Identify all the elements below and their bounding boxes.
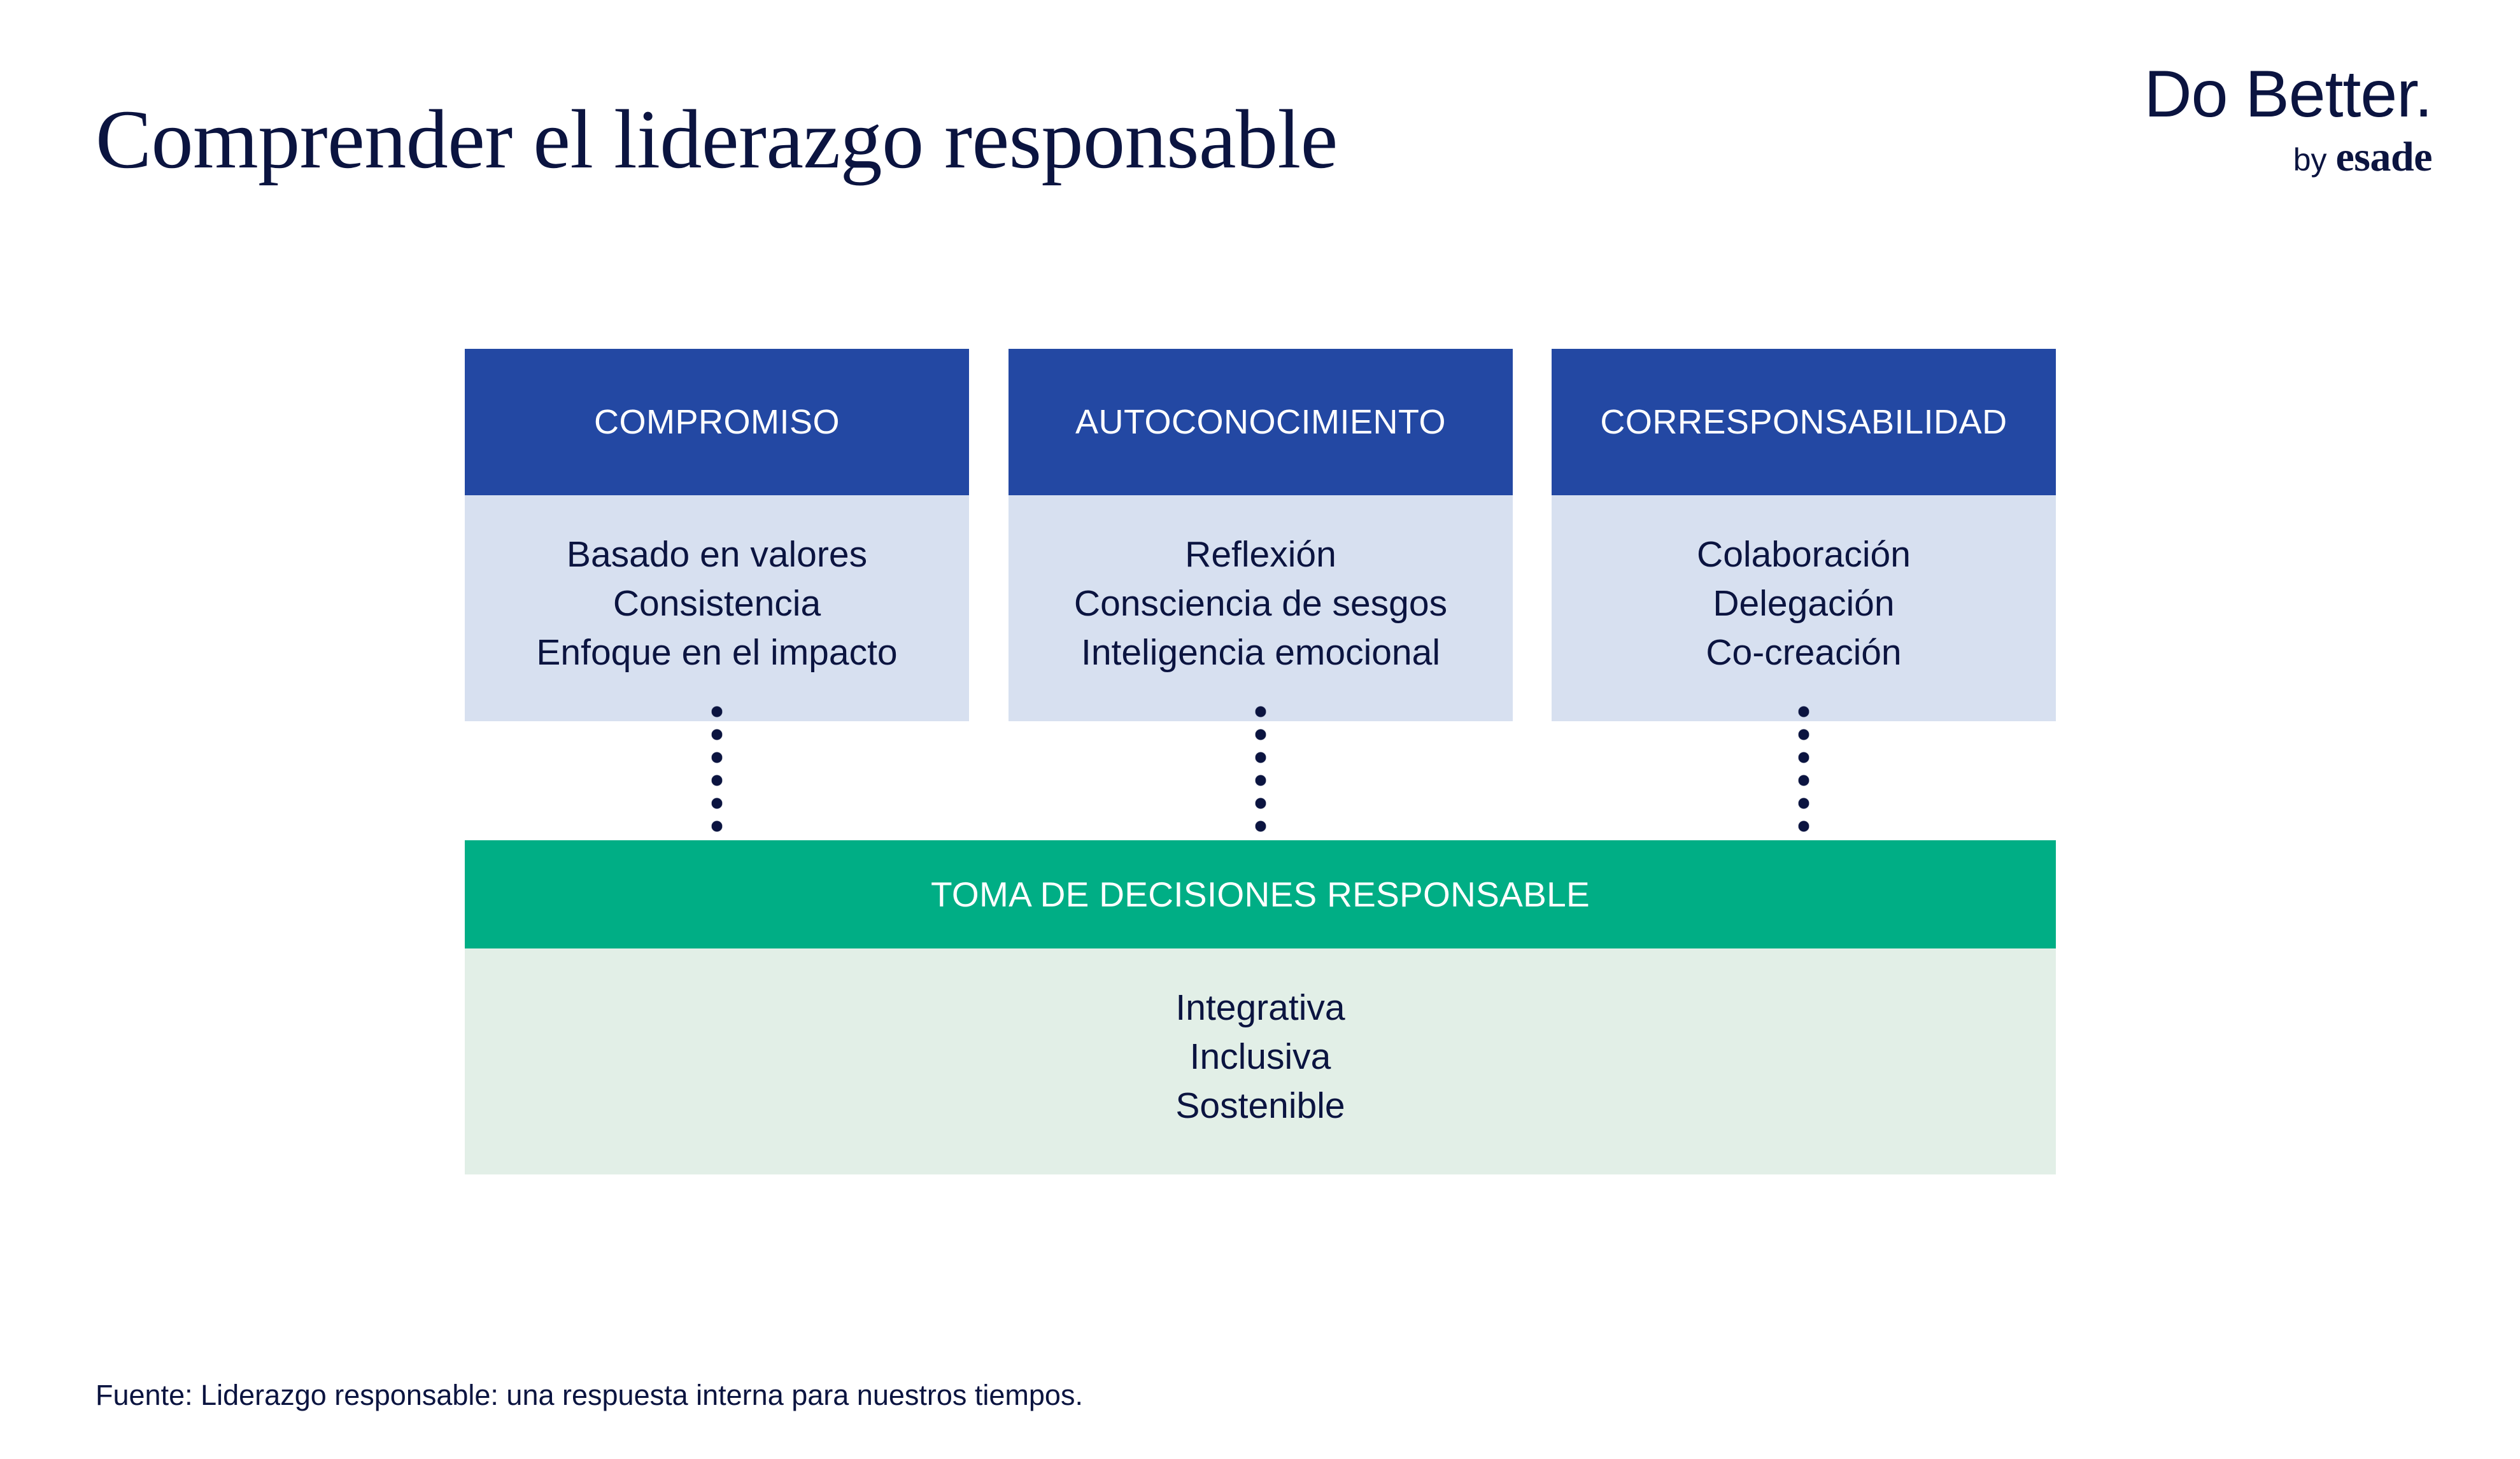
outcome-attribute: Sostenible bbox=[1175, 1085, 1345, 1126]
dotted-arrow-icon bbox=[689, 700, 758, 884]
pillar-attribute: Co-creación bbox=[1706, 632, 1902, 673]
outcome-header: TOMA DE DECISIONES RESPONSABLE bbox=[465, 840, 2056, 948]
pillar-body-compromiso: Basado en valores Consistencia Enfoque e… bbox=[465, 495, 969, 721]
dotted-line bbox=[1255, 700, 1266, 834]
brand-logo-by: by bbox=[2293, 142, 2327, 178]
outcome-attribute: Integrativa bbox=[1175, 987, 1345, 1028]
dotted-arrow-icon bbox=[1776, 700, 1844, 884]
pillar-attribute: Consistencia bbox=[612, 583, 821, 624]
brand-logo-main: Do Better. bbox=[2144, 57, 2433, 131]
pillar-header-autoconocimiento: AUTOCONOCIMIENTO bbox=[1009, 349, 1513, 495]
pillar-header-compromiso: COMPROMISO bbox=[465, 349, 969, 495]
pillar-header-corresponsabilidad: CORRESPONSABILIDAD bbox=[1552, 349, 2056, 495]
source-note: Fuente: Liderazgo responsable: una respu… bbox=[96, 1379, 1083, 1411]
pillar-attribute: Reflexión bbox=[1185, 534, 1336, 575]
page-title: Comprender el liderazgo responsable bbox=[96, 92, 1338, 186]
pillar-attribute: Delegación bbox=[1713, 583, 1895, 624]
pillar-attribute: Consciencia de sesgos bbox=[1073, 583, 1448, 624]
brand-logo-name: esade bbox=[2335, 134, 2433, 180]
pillar-attribute: Basado en valores bbox=[566, 534, 868, 575]
pillar-attribute: Inteligencia emocional bbox=[1080, 632, 1441, 673]
pillar-attribute: Enfoque en el impacto bbox=[536, 632, 898, 673]
pillar-card-autoconocimiento: AUTOCONOCIMIENTO Reflexión Consciencia d… bbox=[1009, 349, 1513, 721]
dotted-arrow-icon bbox=[1233, 700, 1301, 884]
outcome-card: TOMA DE DECISIONES RESPONSABLE Integrati… bbox=[465, 840, 2056, 1174]
pillar-attribute: Colaboración bbox=[1697, 534, 1911, 575]
outcome-attribute: Inclusiva bbox=[1189, 1036, 1331, 1077]
outcome-body: Integrativa Inclusiva Sostenible bbox=[465, 948, 2056, 1174]
dotted-line bbox=[711, 700, 723, 834]
dotted-line bbox=[1798, 700, 1809, 834]
pillar-body-corresponsabilidad: Colaboración Delegación Co-creación bbox=[1552, 495, 2056, 721]
pillar-card-corresponsabilidad: CORRESPONSABILIDAD Colaboración Delegaci… bbox=[1552, 349, 2056, 721]
pillar-card-compromiso: COMPROMISO Basado en valores Consistenci… bbox=[465, 349, 969, 721]
pillar-body-autoconocimiento: Reflexión Consciencia de sesgos Intelige… bbox=[1009, 495, 1513, 721]
